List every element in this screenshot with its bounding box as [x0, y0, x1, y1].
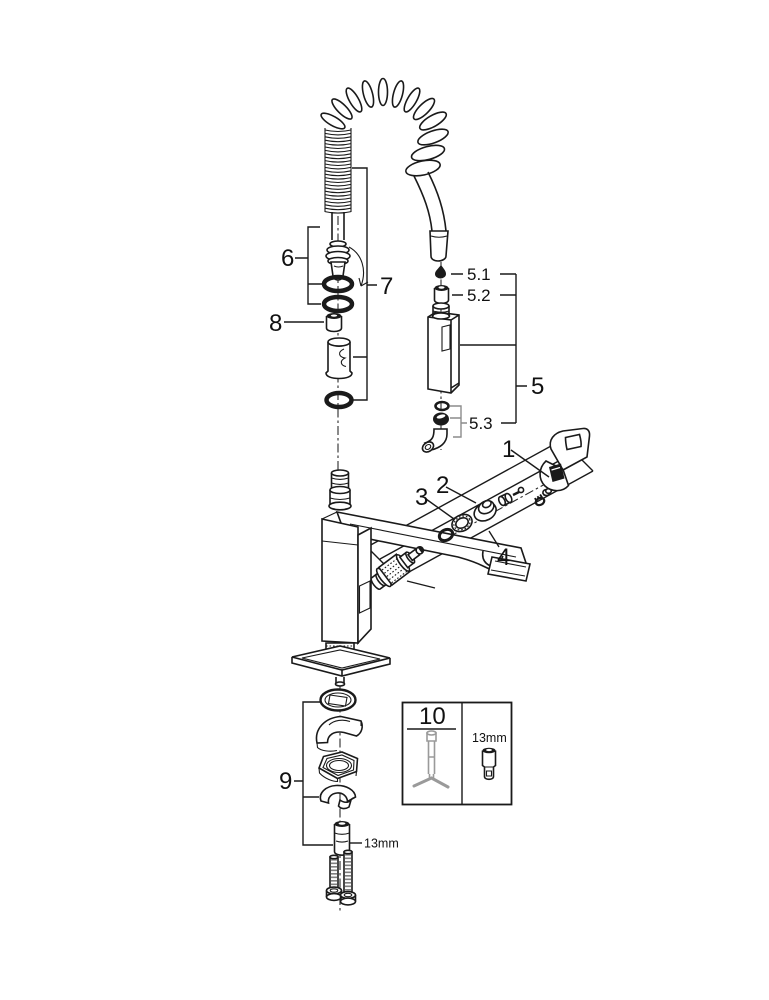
outlet-nipple	[328, 469, 352, 511]
leader-2	[445, 486, 477, 504]
callout-5: 5	[531, 373, 544, 400]
guide-sleeve	[325, 337, 353, 380]
leader-3	[425, 498, 455, 520]
callout-5-2: 5.2	[467, 286, 491, 305]
seal-5-3-ring	[433, 412, 449, 426]
base-plate	[291, 645, 391, 687]
service-tool	[412, 730, 450, 789]
explosion-plane	[366, 439, 594, 579]
mounting-nut	[318, 751, 359, 783]
aerator-ring-3	[451, 513, 473, 533]
aerator-o-ring	[437, 527, 455, 543]
o-ring-upper	[321, 274, 355, 294]
aerator-bushing	[497, 492, 513, 507]
bushing-part-8	[325, 313, 343, 333]
mounting-flange	[487, 556, 531, 582]
base-gasket	[319, 688, 357, 712]
cartridge-leader	[406, 580, 436, 589]
leader-4	[488, 530, 500, 548]
label-13mm-nut: 13mm	[364, 837, 399, 851]
socket-13mm: 13mm	[472, 731, 507, 781]
seal-ring	[324, 390, 354, 410]
bracket-6	[295, 226, 322, 305]
callout-2: 2	[436, 472, 449, 499]
hose-cone-grip	[429, 230, 449, 262]
seal-5-3-oring	[434, 400, 450, 412]
callout-5-1: 5.1	[467, 265, 491, 284]
callout-6: 6	[281, 245, 294, 272]
callout-1: 1	[502, 436, 515, 463]
bracket-5-3	[450, 405, 467, 438]
bracket-5	[460, 274, 527, 424]
spray-handle-body	[427, 302, 460, 394]
aerator-dome-2	[473, 499, 497, 522]
callout-10: 10	[419, 703, 446, 730]
faucet-column	[321, 511, 372, 646]
grub-screw	[512, 486, 525, 497]
handle-washer	[534, 496, 546, 507]
callout-8: 8	[269, 310, 282, 337]
lever-handle	[539, 427, 591, 492]
spring-hose	[320, 77, 449, 262]
check-valve-5-1	[435, 265, 446, 279]
bracket-9	[294, 701, 333, 846]
callout-9: 9	[279, 768, 292, 795]
mounting-studs	[325, 849, 357, 906]
accessory-box: 10 13mm	[401, 701, 513, 806]
clamp-horseshoe	[319, 784, 357, 810]
spring-hose-arch	[320, 77, 449, 177]
callout-5-3: 5.3	[469, 414, 493, 433]
callout-4: 4	[497, 544, 510, 571]
coupling-5-2	[433, 285, 450, 305]
label-13mm-socket: 13mm	[472, 731, 507, 745]
callout-3: 3	[415, 484, 428, 511]
bracket-7	[352, 167, 377, 401]
spout-elbow-5-3	[421, 428, 448, 453]
o-ring-lower	[321, 294, 355, 314]
callout-7: 7	[380, 273, 393, 300]
leader-1	[510, 449, 550, 478]
cartridge	[370, 545, 425, 591]
wedge-plate	[315, 715, 363, 752]
